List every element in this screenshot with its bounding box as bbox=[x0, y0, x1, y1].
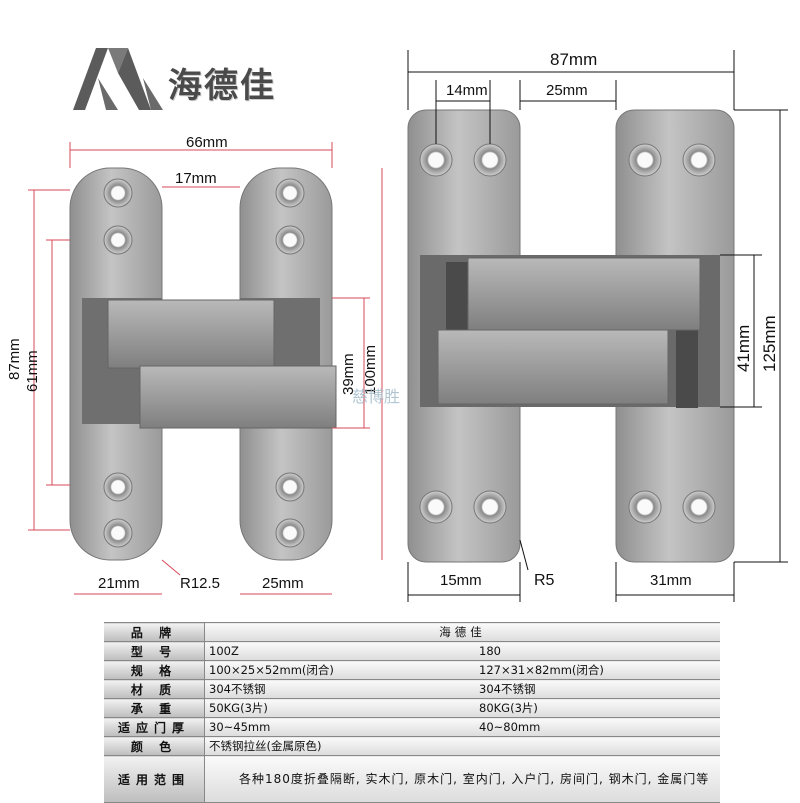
table-row: 适应门厚 30~45mm 40~80mm bbox=[104, 717, 720, 737]
screw-hole-icon bbox=[103, 225, 133, 255]
table-row: 材 质 304不锈钢 304不锈钢 bbox=[104, 679, 720, 699]
screw-hole-icon bbox=[473, 490, 507, 524]
table-row: 承 重 50KG(3片) 80KG(3片) bbox=[104, 698, 720, 718]
row-value: 海德佳 bbox=[204, 622, 720, 642]
dim-height-inner-left: 61mm bbox=[24, 350, 41, 392]
dim-gap-left: 17mm bbox=[175, 170, 217, 187]
dim-radius-left: R12.5 bbox=[180, 575, 221, 592]
adjust-screw-lower bbox=[676, 330, 698, 408]
row-value-180: 80KG(3片) bbox=[475, 698, 720, 718]
screw-hole-icon bbox=[473, 143, 507, 177]
table-row: 适用范围 各种180度折叠隔断, 实木门, 原木门, 室内门, 入户门, 房间门… bbox=[104, 755, 720, 803]
dim-width-left: 66mm bbox=[186, 134, 228, 151]
screw-hole-icon bbox=[419, 143, 453, 177]
screw-hole-icon bbox=[275, 472, 305, 502]
screw-hole-icon bbox=[103, 472, 133, 502]
row-label: 适用范围 bbox=[104, 755, 205, 803]
dim-gap-right: 25mm bbox=[546, 82, 588, 99]
row-value-180: 180 bbox=[475, 641, 720, 661]
right-dimension-lines bbox=[407, 50, 788, 602]
right-hinge bbox=[407, 109, 735, 563]
row-label: 材 质 bbox=[104, 679, 205, 699]
screw-hole-icon bbox=[628, 143, 662, 177]
row-value-100z: 50KG(3片) bbox=[204, 698, 475, 718]
table-row: 型 号 100Z 180 bbox=[104, 641, 720, 661]
dim-leaf-left-width-right: 15mm bbox=[440, 572, 482, 589]
row-label: 型 号 bbox=[104, 641, 205, 661]
dim-radius-right: R5 bbox=[534, 572, 555, 589]
right-hinge-body-lower bbox=[437, 329, 669, 405]
screw-hole-icon bbox=[682, 143, 716, 177]
row-value-180: 127×31×82mm(闭合) bbox=[475, 660, 720, 680]
row-value-100z: 100Z bbox=[204, 641, 475, 661]
product-diagram bbox=[28, 50, 788, 602]
dim-hole-pitch-right: 14mm bbox=[446, 82, 488, 99]
left-hinge-body-upper bbox=[107, 299, 275, 369]
brand-name: 海德佳 bbox=[168, 66, 276, 106]
dim-leaf-right-width: 25mm bbox=[262, 575, 304, 592]
dim-leaf-right-width-right: 31mm bbox=[650, 572, 692, 589]
row-value-100z: 304不锈钢 bbox=[204, 679, 475, 699]
row-label: 品 牌 bbox=[104, 622, 205, 642]
AVA-logo-icon bbox=[73, 48, 163, 110]
screw-hole-icon bbox=[103, 518, 133, 548]
screw-hole-icon bbox=[275, 518, 305, 548]
screw-hole-icon bbox=[419, 490, 453, 524]
usage-text: 各种180度折叠隔断, 实木门, 原木门, 室内门, 入户门, 房间门, 钢木门… bbox=[204, 755, 720, 803]
row-value-180: 40~80mm bbox=[475, 717, 720, 737]
left-dimension-lines bbox=[28, 142, 383, 595]
row-value-100z: 100×25×52mm(闭合) bbox=[204, 660, 475, 680]
row-value-100z: 不锈钢拉丝(金属原色) bbox=[204, 736, 475, 756]
dim-body-height-right: 41mm bbox=[734, 324, 753, 372]
dim-overall-height-right: 125mm bbox=[760, 315, 779, 372]
table-row: 规 格 100×25×52mm(闭合) 127×31×82mm(闭合) bbox=[104, 660, 720, 680]
right-hinge-body-upper bbox=[467, 257, 701, 331]
row-value-180 bbox=[475, 736, 720, 756]
row-label: 适应门厚 bbox=[104, 717, 205, 737]
screw-hole-icon bbox=[628, 490, 662, 524]
dim-width-right: 87mm bbox=[550, 50, 598, 69]
screw-hole-icon bbox=[103, 178, 133, 208]
dim-height-total-left: 87mm bbox=[6, 338, 23, 380]
dim-leaf-left-width: 21mm bbox=[98, 575, 140, 592]
row-value-100z: 30~45mm bbox=[204, 717, 475, 737]
screw-hole-icon bbox=[275, 178, 305, 208]
table-row: 品 牌 海德佳 bbox=[104, 622, 720, 642]
spec-table: 品 牌 海德佳 型 号 100Z 180 规 格 100×25×52mm(闭合)… bbox=[104, 622, 720, 803]
adjust-screw-upper bbox=[446, 262, 468, 342]
left-hinge bbox=[69, 167, 337, 561]
row-value-180: 304不锈钢 bbox=[475, 679, 720, 699]
table-row: 颜 色 不锈钢拉丝(金属原色) bbox=[104, 736, 720, 756]
screw-hole-icon bbox=[275, 225, 305, 255]
row-label: 规 格 bbox=[104, 660, 205, 680]
screw-hole-icon bbox=[682, 490, 716, 524]
row-label: 颜 色 bbox=[104, 736, 205, 756]
row-label: 承 重 bbox=[104, 698, 205, 718]
watermark: 慈博胜 bbox=[352, 387, 401, 406]
left-hinge-body-lower bbox=[139, 365, 337, 429]
